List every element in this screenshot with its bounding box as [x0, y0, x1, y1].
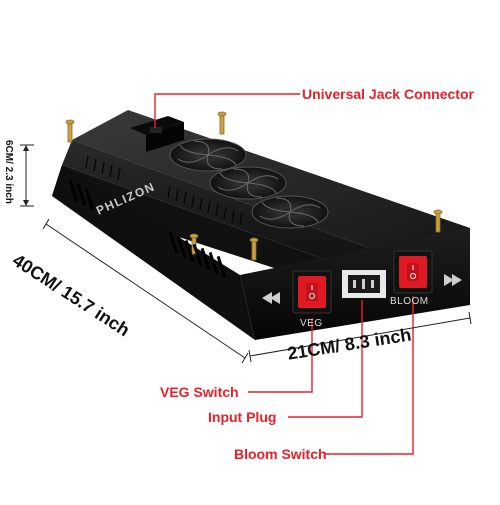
height-dimension-label: 6CM/ 2.3 inch	[3, 140, 14, 204]
dimension-arrowheads	[23, 145, 29, 206]
arrow-right-icon	[444, 274, 462, 286]
callout-lines	[154, 93, 414, 455]
cooling-fan-2	[209, 166, 287, 200]
side-vents	[68, 179, 227, 278]
light-left-side	[62, 140, 410, 290]
bloom-panel-label: BLOOM	[390, 296, 429, 307]
dimension-lines	[20, 144, 472, 364]
veg-panel-label: VEG	[300, 318, 323, 329]
light-side-bottom	[52, 165, 255, 340]
jack-connector	[130, 116, 184, 152]
cooling-fan-3	[251, 195, 329, 229]
bloom-switch	[393, 250, 433, 294]
callout-input-plug: Input Plug	[208, 409, 277, 425]
veg-switch	[292, 270, 332, 314]
callout-bloom-switch: Bloom Switch	[234, 446, 327, 462]
heatsink-fins-top	[85, 155, 243, 226]
callout-jack-connector: Universal Jack Connector	[302, 86, 474, 102]
input-plug	[342, 270, 386, 298]
arrow-left-icon	[262, 292, 280, 304]
cooling-fan-1	[169, 138, 247, 172]
callout-veg-switch: VEG Switch	[160, 384, 239, 400]
